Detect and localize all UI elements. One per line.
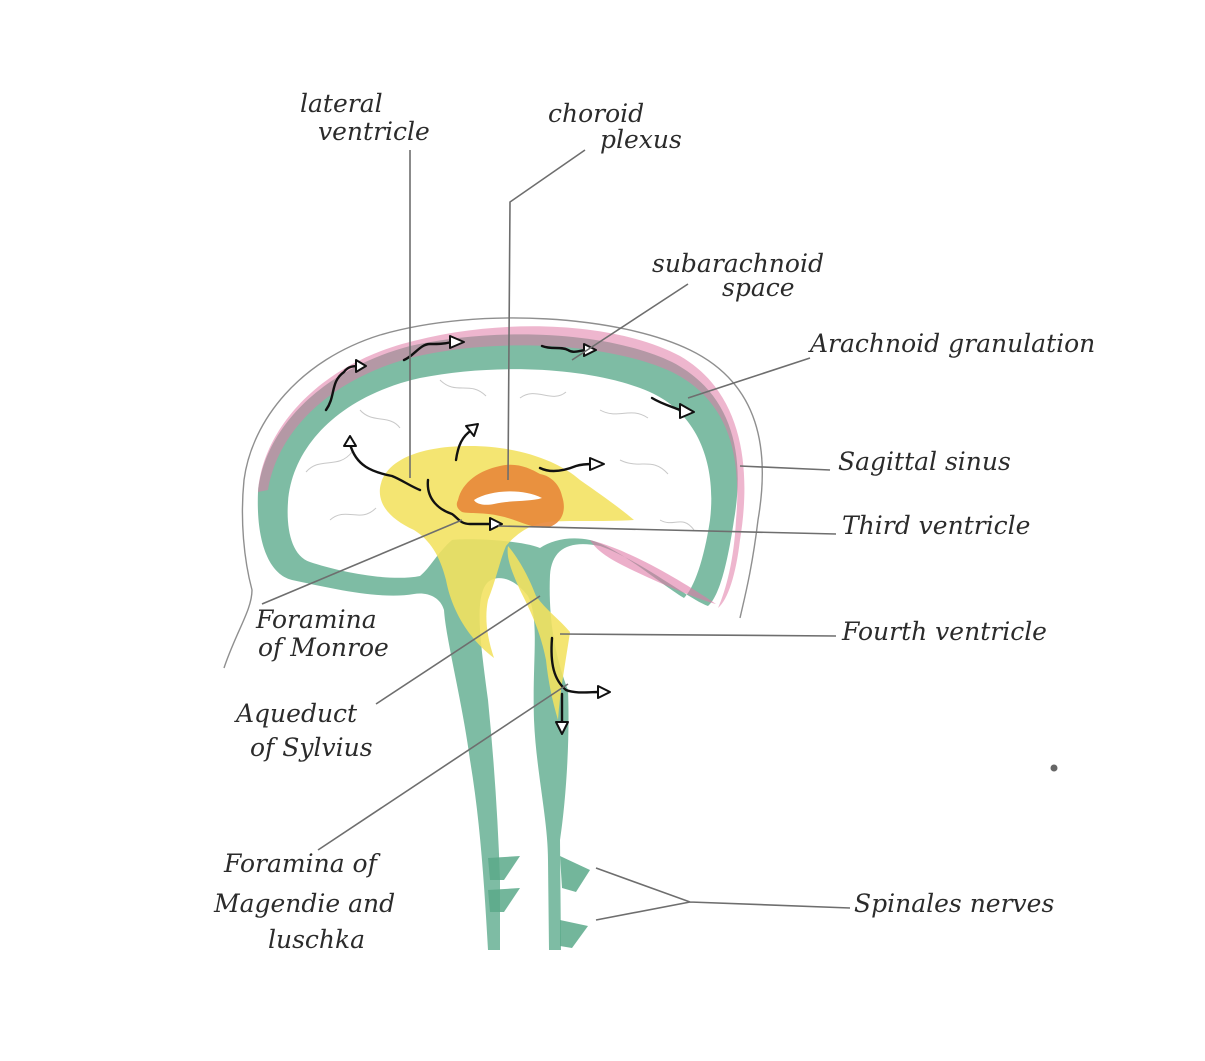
cerebellum [570,570,682,684]
label-lateral-ventricle: lateral ventricle [300,89,430,146]
label-foramina-monroe: Foramina of Monroe [255,605,389,662]
label-spinales-nerves: Spinales nerves [854,889,1054,918]
leader-sagittal-sinus [740,466,830,470]
label-subarachnoid-space: subarachnoid space [652,249,832,302]
label-arachnoid-granulation: Arachnoid granulation [808,329,1095,358]
label-third-ventricle: Third ventricle [842,511,1030,540]
pencil-smudge [1051,765,1058,772]
label-choroid-plexus: choroid plexus [548,99,682,154]
label-fourth-ventricle: Fourth ventricle [841,617,1047,646]
label-aqueduct-sylvius: Aqueduct of Sylvius [234,699,373,762]
label-foramina-magendie-luschka: Foramina of Magendie and luschka [213,849,403,954]
spinal-nerve-roots [488,856,590,948]
leader-choroid-plexus [508,150,585,480]
label-sagittal-sinus: Sagittal sinus [838,447,1011,476]
leader-third-ventricle [498,526,836,534]
leader-spinales-nerves [596,868,850,920]
